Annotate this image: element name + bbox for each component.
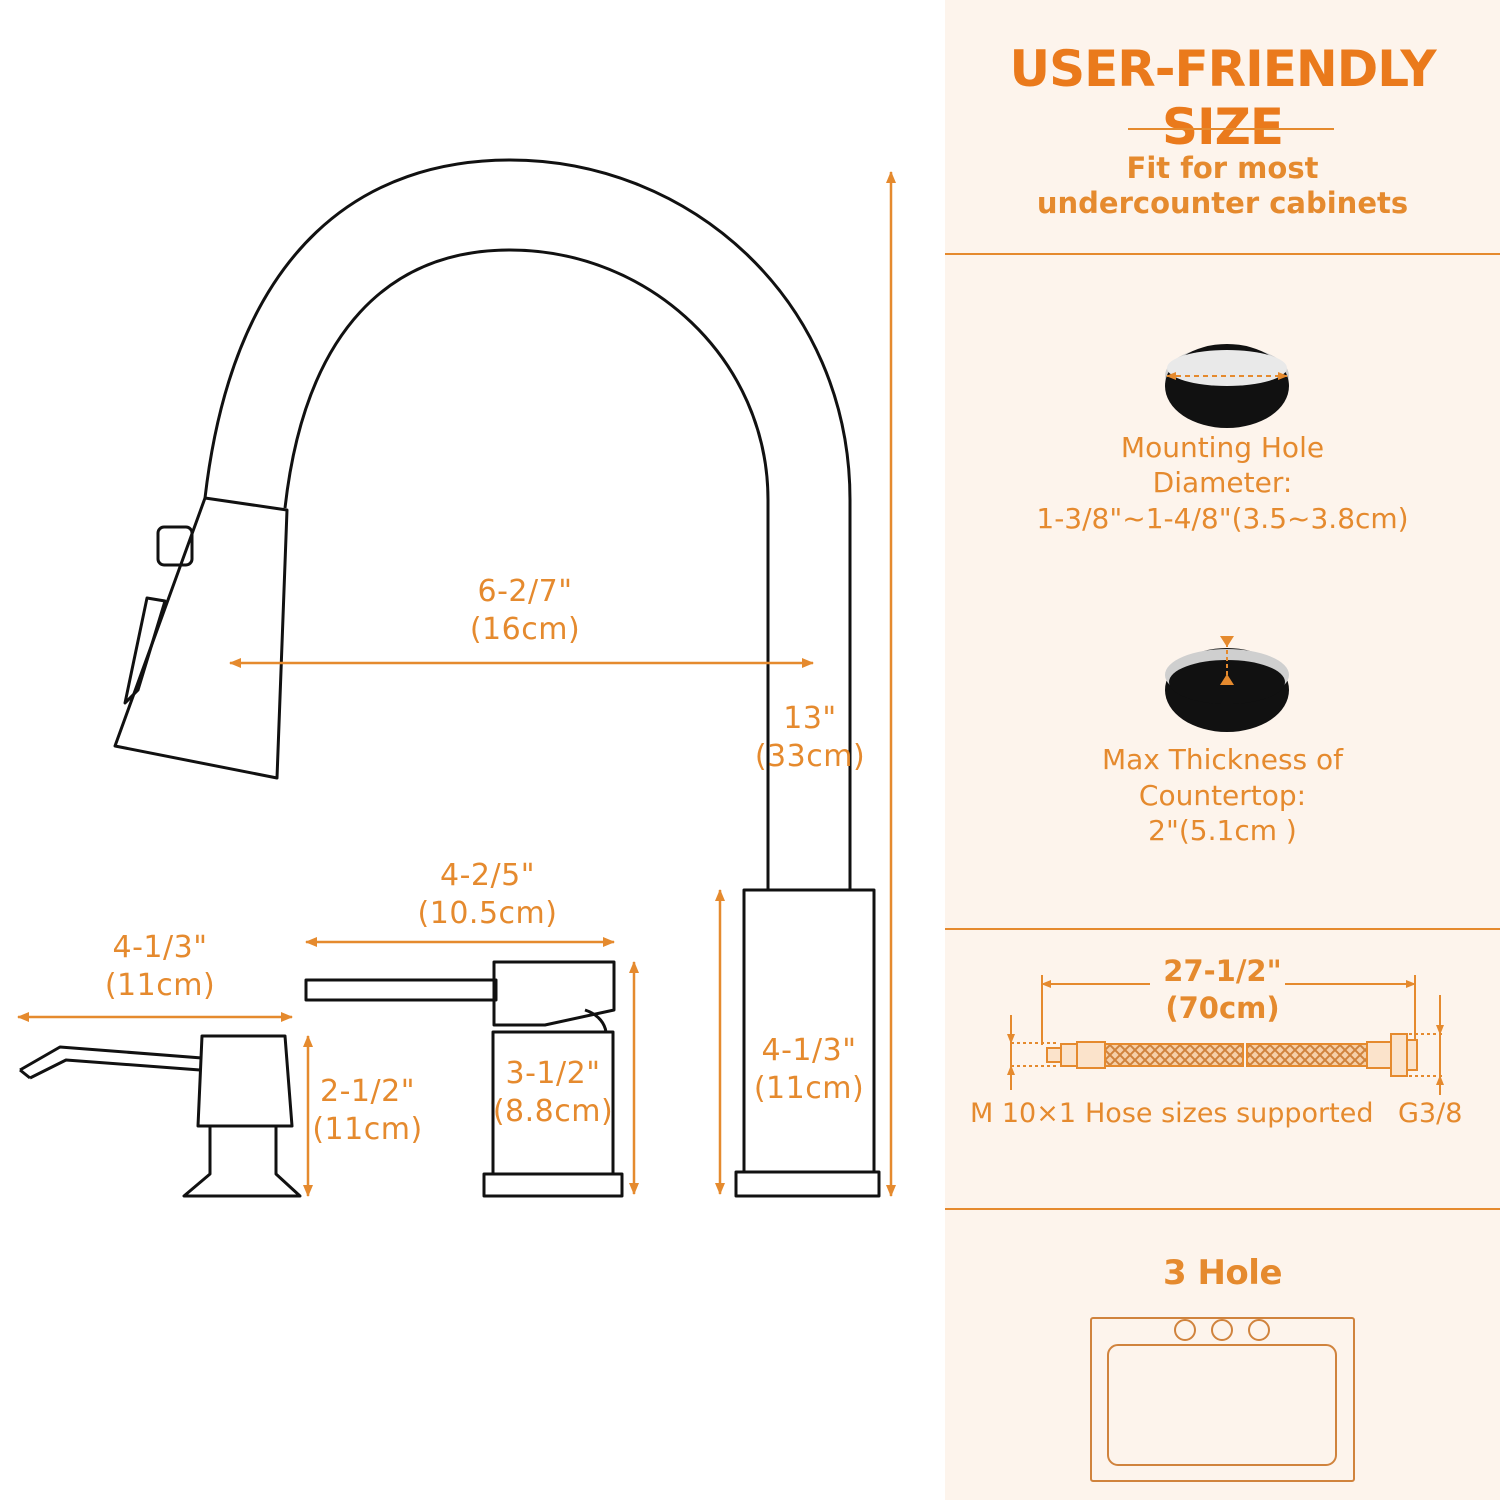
subtitle-line1: Fit for most <box>1126 151 1319 185</box>
dispenser-height-metric: (11cm) <box>312 1112 423 1147</box>
thickness-line1: Max Thickness of <box>1101 743 1344 776</box>
thickness-line2: Countertop: <box>1138 779 1307 812</box>
dispenser-length-label: 4-1/3" (11cm) <box>85 929 235 1005</box>
hose-length-imperial: 27-1/2" <box>1163 954 1282 988</box>
countertop-thickness-icon <box>1165 636 1289 732</box>
faucet-dimension-drawing: 6-2/7" (16cm) 13" (33cm) 4-1/3" (11cm) 4… <box>17 158 896 1198</box>
handle-length-imperial: 4-2/5" <box>440 858 535 893</box>
divider <box>945 928 1500 930</box>
handle-height-metric: (8.8cm) <box>492 1094 614 1129</box>
spout-reach-imperial: 6-2/7" <box>477 574 573 609</box>
dispenser-length-metric: (11cm) <box>104 968 216 1003</box>
divider <box>945 1208 1500 1210</box>
thickness-line3: 2"(5.1cm ) <box>1148 814 1297 847</box>
handle-height-imperial: 3-1/2" <box>505 1056 601 1091</box>
holes-label: 3 Hole <box>1162 1253 1283 1293</box>
faucet-drawing <box>17 158 896 1198</box>
base-height-metric: (11cm) <box>753 1071 865 1106</box>
spout-reach-label: 6-2/7" (16cm) <box>440 573 610 649</box>
dispenser-height-imperial: 2-1/2" <box>320 1074 415 1109</box>
mounting-line1: Mounting Hole <box>1120 431 1325 464</box>
subtitle-line2: undercounter cabinets <box>1036 186 1409 220</box>
spout-reach-metric: (16cm) <box>469 612 581 647</box>
mounting-hole-icon <box>1165 344 1289 428</box>
faucet-height-metric: (33cm) <box>754 739 866 774</box>
mounting-line3: 1-3/8"~1-4/8"(3.5~3.8cm) <box>1036 502 1409 535</box>
handle-height-label: 3-1/2" (8.8cm) <box>478 1055 628 1131</box>
dispenser-height-label: 2-1/2" (11cm) <box>300 1073 435 1149</box>
base-height-imperial: 4-1/3" <box>761 1033 857 1068</box>
hose-length-metric: (70cm) <box>1165 991 1280 1025</box>
handle-length-metric: (10.5cm) <box>417 896 558 931</box>
divider <box>945 253 1500 255</box>
handle-length-label: 4-2/5" (10.5cm) <box>400 857 575 933</box>
hose-right-thread: G3/8 <box>1398 1098 1463 1129</box>
sink-3-hole-icon <box>1090 1317 1355 1482</box>
size-info-panel: USER-FRIENDLY SIZE Fit for most undercou… <box>945 0 1500 1500</box>
faucet-height-imperial: 13" <box>783 701 837 736</box>
braided-hose-icon <box>1007 975 1445 1095</box>
base-height-label: 4-1/3" (11cm) <box>743 1032 875 1108</box>
hose-sizes-caption: Hose sizes supported <box>1085 1098 1374 1129</box>
hose-left-thread: M 10×1 <box>970 1098 1077 1129</box>
faucet-height-label: 13" (33cm) <box>740 700 880 776</box>
title-underline <box>1128 128 1334 130</box>
panel-title: USER-FRIENDLY SIZE <box>1009 40 1436 156</box>
mounting-line2: Diameter: <box>1152 466 1293 499</box>
dispenser-length-imperial: 4-1/3" <box>112 930 208 965</box>
